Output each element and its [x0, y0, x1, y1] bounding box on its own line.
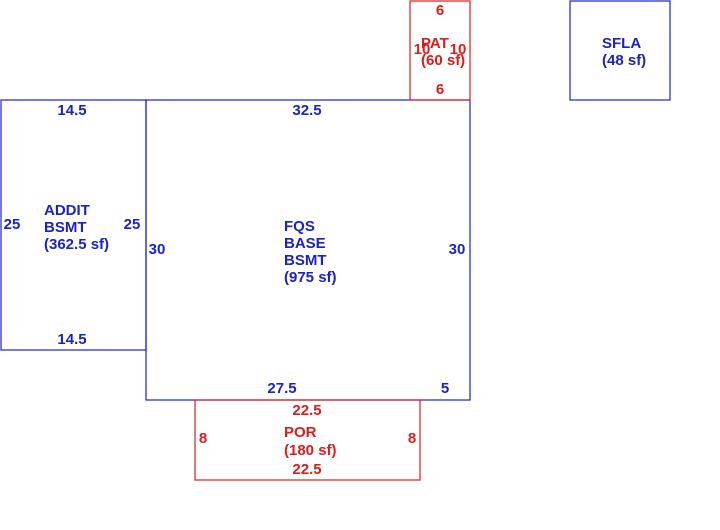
fqs-name-line-1: FQS: [284, 218, 315, 235]
fqs-name-line-2: BASE: [284, 235, 326, 252]
por-area[interactable]: POR (180 sf) 22.5 22.5 8 8: [194, 399, 421, 481]
fqs-dim-bottom-short: 5: [441, 380, 449, 397]
addit-bsmt-dim-top: 14.5: [57, 102, 86, 119]
por-dim-top: 22.5: [292, 402, 321, 419]
fqs-base-bsmt-area[interactable]: FQS BASE BSMT (975 sf) 32.5 27.5 5 30 30: [145, 99, 471, 401]
por-dim-bottom: 22.5: [292, 461, 321, 478]
por-name: POR: [284, 424, 317, 441]
por-outline: [194, 399, 421, 481]
addit-bsmt-dim-left: 25: [4, 216, 21, 233]
pat-dim-top: 6: [436, 2, 444, 19]
addit-bsmt-name-line-1: ADDIT: [44, 202, 90, 219]
addit-bsmt-area-text: (362.5 sf): [44, 236, 109, 253]
fqs-dim-top: 32.5: [292, 102, 321, 119]
fqs-area-text: (975 sf): [284, 269, 337, 286]
addit-bsmt-dim-right: 25: [124, 216, 141, 233]
sfla-outline: [569, 0, 671, 101]
por-dim-right: 8: [408, 430, 416, 447]
sfla-area-text: (48 sf): [602, 52, 646, 69]
addit-bsmt-dim-bottom: 14.5: [57, 331, 86, 348]
fqs-dim-left: 30: [149, 241, 166, 258]
pat-area-text: (60 sf): [421, 52, 465, 69]
por-area-text: (180 sf): [284, 442, 337, 459]
addit-bsmt-name-line-2: BSMT: [44, 219, 87, 236]
pat-dim-left: 10: [414, 41, 431, 58]
pat-outline: [409, 0, 471, 101]
sfla-name: SFLA: [602, 35, 641, 52]
fqs-dim-bottom-main: 27.5: [267, 380, 296, 397]
por-dim-left: 8: [199, 430, 207, 447]
pat-dim-bottom: 6: [436, 81, 444, 98]
pat-area[interactable]: PAT (60 sf) 6 6 10 10: [409, 0, 471, 101]
fqs-name-line-3: BSMT: [284, 252, 327, 269]
pat-dim-right: 10: [450, 41, 467, 58]
fqs-dim-right: 30: [449, 241, 466, 258]
addit-bsmt-area[interactable]: ADDIT BSMT (362.5 sf) 14.5 14.5 25 25: [0, 99, 147, 351]
sfla-area[interactable]: SFLA (48 sf): [569, 0, 671, 101]
pat-name: PAT: [421, 35, 449, 52]
